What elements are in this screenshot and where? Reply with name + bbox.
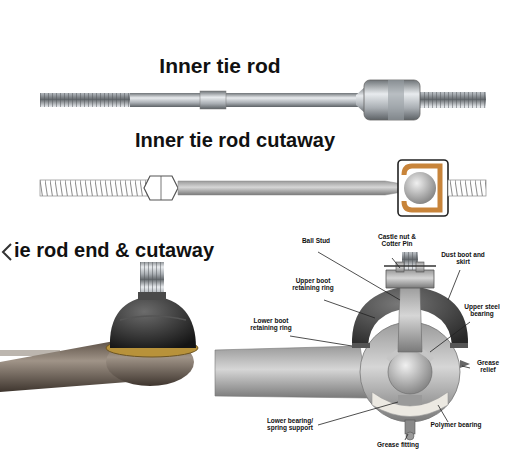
inner-tie-rod [40,80,486,120]
housing-flat [388,80,404,120]
rod-thread [40,93,132,107]
cutaway-arm [215,346,368,398]
heading: Inner tie rod cutaway [100,130,370,151]
cutaway-ball [404,172,436,204]
part-label: Grease relief [470,360,506,374]
part-label: Ball Stud [296,238,336,245]
chevron-icon [3,244,11,260]
tie-rod-end-photo [0,262,198,392]
leader-lines [290,252,470,440]
jam-nut [144,176,178,200]
polymer-bearing [372,392,448,417]
part-label: Polymer bearing [428,422,484,429]
cotter-pin [384,265,436,267]
part-label: Grease fitting [370,442,426,449]
heading: Inner tie rod [120,55,320,77]
rod-shaft [130,93,358,107]
ball-housing [364,80,420,120]
inner-tie-rod-cutaway [40,160,486,216]
rod-flat [200,91,226,109]
heading: ie rod end & cutaway [14,240,274,261]
part-label: Lower boot retaining ring [248,318,294,332]
part-label: Castle nut & Cotter Pin [372,234,422,248]
spring-support [398,395,422,405]
part-label: Upper steel bearing [460,304,504,318]
cutaway-housing [398,160,448,216]
grease-relief [460,360,470,368]
bearing-cup [404,166,440,210]
part-label: Dust boot and skirt [440,252,486,266]
part-label: Upper boot retaining ring [290,278,336,292]
dust-boot [110,296,196,348]
ball-stud [398,286,422,352]
cutaway-stub-thread [448,180,486,196]
castle-nut [386,270,434,288]
tie-rod-end-cutaway [215,252,470,440]
stub-thread [420,92,486,108]
cutaway-shaft [178,181,402,195]
part-label: Lower bearing/ spring support [262,418,318,432]
cutaway-thread [40,180,148,196]
